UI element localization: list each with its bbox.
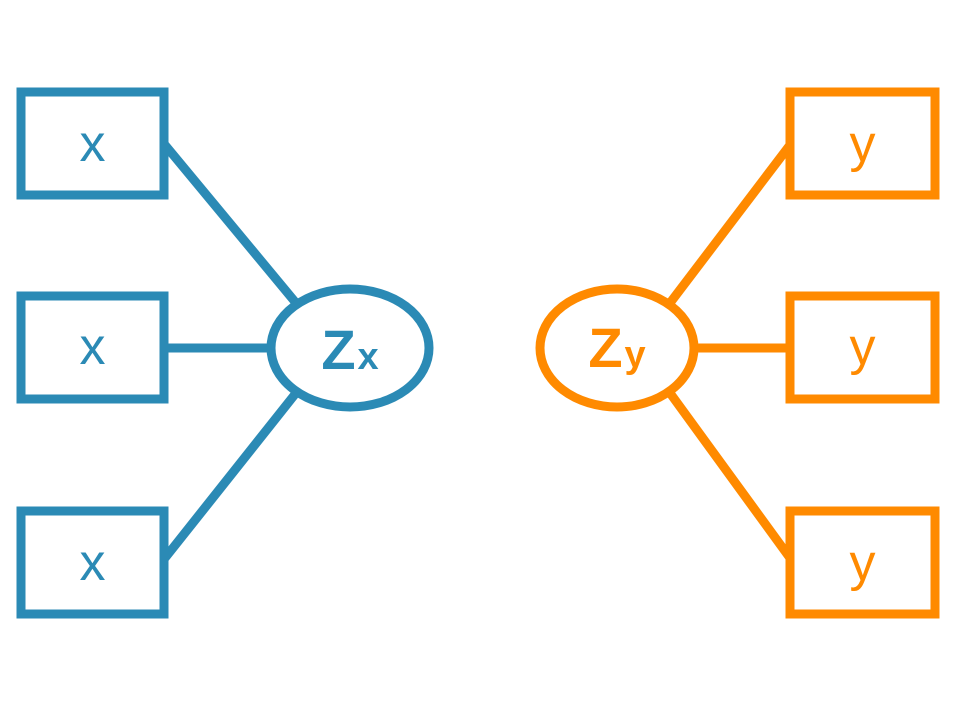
latent-zy: Zy xyxy=(535,284,699,412)
edge-zx-x3 xyxy=(161,390,300,561)
edge-zy-y1 xyxy=(666,142,794,306)
observed-y-1-label: y xyxy=(850,115,876,173)
latent-zy-label: Zy xyxy=(588,316,645,379)
x-group: x x x Zx xyxy=(16,87,434,619)
observed-y-2-label: y xyxy=(850,318,876,376)
observed-y-1: y xyxy=(785,87,940,200)
observed-x-1: x xyxy=(16,87,169,200)
observed-x-3: x xyxy=(16,506,169,619)
observed-x-1-label: x xyxy=(80,115,106,173)
latent-zx-label: Zx xyxy=(321,318,378,381)
observed-x-3-label: x xyxy=(80,534,106,592)
observed-x-2-label: x xyxy=(80,318,106,376)
edge-zy-y3 xyxy=(666,390,794,561)
observed-y-3: y xyxy=(785,506,940,619)
observed-y-2: y xyxy=(785,291,940,404)
edge-zx-x1 xyxy=(161,142,300,306)
latent-zx: Zx xyxy=(266,284,434,412)
observed-y-3-label: y xyxy=(850,534,876,592)
y-group: y y y Zy xyxy=(535,87,940,619)
observed-x-2: x xyxy=(16,291,169,404)
